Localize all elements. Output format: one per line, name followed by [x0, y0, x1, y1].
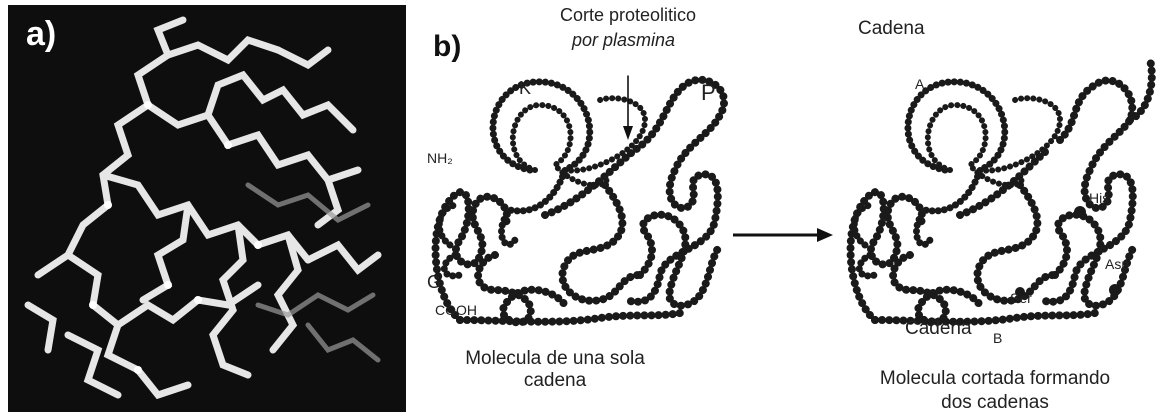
caption-left-line1: Molecula de una sola [455, 348, 655, 370]
label-p: P [701, 80, 716, 106]
protein-3d-model-panel: a) [8, 5, 406, 412]
caption-right-line1: Molecula cortada formando [845, 368, 1145, 390]
caption-left-line2: cadena [455, 370, 655, 392]
cleavage-note-line1: Corte proteolitico [560, 5, 696, 26]
label-nh2: NH₂ [427, 150, 453, 166]
label-a-chain: A [915, 76, 924, 92]
label-asp: Asp [1105, 256, 1129, 272]
chain-b-title: Cadena [905, 318, 972, 340]
stick-model-graphic [8, 5, 406, 412]
panel-b-label: b) [433, 30, 461, 64]
label-his: His [1089, 190, 1109, 206]
chain-a-title: Cadena [858, 18, 925, 40]
transition-arrow [733, 228, 833, 242]
chain-diagram-panel: b) Corte proteolitico por plasmina K P N… [415, 0, 1157, 415]
single-chain-molecule [436, 76, 725, 322]
label-ser: Ser [1010, 290, 1032, 306]
caption-right-line2: dos cadenas [845, 392, 1145, 414]
label-k: K [519, 78, 531, 99]
label-cooh: COOH [435, 302, 477, 318]
panel-a-label: a) [26, 15, 56, 54]
label-g: G [427, 272, 441, 293]
label-b-chain: B [993, 330, 1002, 346]
cleavage-note-line2: por plasmina [572, 30, 675, 51]
